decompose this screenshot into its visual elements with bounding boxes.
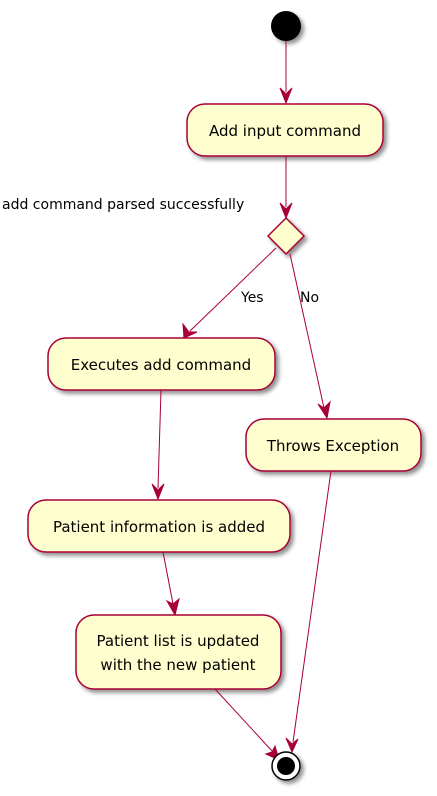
activity-patient-list-updated-label-line1: Patient list is updated [97,632,260,650]
activity-throws-exception-label: Throws Exception [266,437,399,455]
activity-patient-list-updated [75,614,282,690]
edge-label-no: No [300,290,319,306]
decision-guard-label: add command parsed successfully [2,197,244,213]
arrowhead-patient-added [151,483,165,501]
end-node [271,751,301,781]
arrowhead-list-updated [165,597,180,617]
start-node [271,11,301,41]
arrowhead-throws [317,400,331,420]
activity-executes-add-command [47,337,276,391]
arrowhead-executes [182,322,198,339]
edge-decision-yes [189,247,277,332]
decision-diamond [266,216,306,256]
edge-patient-added-to-list-updated [162,551,174,605]
edge-executes-to-patient-added [157,389,162,489]
activity-throws-exception [245,418,422,472]
activity-add-input-command [186,103,384,157]
activity-add-input-command-label: Add input command [209,122,361,140]
activity-patient-information-added [27,499,291,553]
activity-patient-list-updated-label-line2: with the new patient [100,656,255,674]
arrowhead-decision [279,202,293,220]
activity-patient-information-added-label: Patient information is added [53,518,265,536]
edge-label-yes: Yes [240,290,264,306]
edge-decision-no [289,253,325,409]
edge-list-updated-to-end [214,688,274,753]
edge-throws-to-end [292,470,332,743]
activity-executes-add-command-label: Executes add command [71,356,251,374]
arrowhead-add-input [279,87,293,105]
arrowhead-end-right [285,737,299,754]
